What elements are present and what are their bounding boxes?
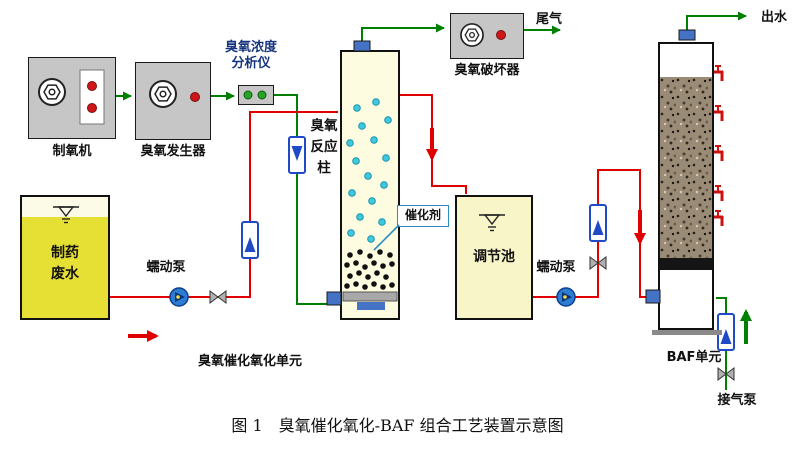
wastewater-tank-label-line2: 废水 xyxy=(51,266,79,282)
baf-filter-media xyxy=(660,77,712,258)
ozone-generator-label: 臭氧发生器 xyxy=(140,144,206,159)
baf-base xyxy=(652,330,722,335)
baf-column xyxy=(658,42,714,330)
ozone-reaction-column xyxy=(340,50,400,320)
ozone-generator-box xyxy=(135,62,211,140)
figure-caption: 图 1 臭氧催化氧化-BAF 组合工艺装置示意图 xyxy=(231,416,564,435)
wastewater-tank-label-line1: 制药 xyxy=(51,245,79,261)
ozone-analyzer-box xyxy=(238,85,274,105)
sampling-tap-icon xyxy=(712,104,725,123)
sampling-tap-icon xyxy=(712,184,725,203)
sampling-tap-icon xyxy=(712,209,725,228)
ozone-unit-section-label: 臭氧催化氧化单元 xyxy=(197,354,302,369)
valve-icon xyxy=(589,256,607,270)
flowmeter-icon xyxy=(288,136,306,174)
ozone-destructor-label: 臭氧破坏器 xyxy=(454,63,520,78)
flowmeter-icon xyxy=(241,221,259,259)
sampling-tap-icon xyxy=(712,64,725,83)
peristaltic-pump-1-icon xyxy=(169,287,189,307)
ozone-analyzer-label: 臭氧浓度 分析仪 xyxy=(208,40,294,72)
ozone-column-label-line2: 反应 xyxy=(310,139,338,155)
peristaltic-pump-2-icon xyxy=(556,287,576,307)
ozone-destructor-box xyxy=(450,13,524,59)
valve-icon xyxy=(717,367,735,381)
ozone-column-label-line3: 柱 xyxy=(317,160,331,176)
flowmeter-icon xyxy=(589,204,607,242)
sampling-tap-icon xyxy=(712,144,725,163)
valve-icon xyxy=(209,290,227,304)
peristaltic-pump-1-label: 蠕动泵 xyxy=(146,260,186,275)
ozone-analyzer-label-line2: 分析仪 xyxy=(231,56,271,71)
ozone-column-label: 臭氧 反应 柱 xyxy=(308,116,340,179)
baf-support-band xyxy=(660,258,712,270)
ozone-column-gas-inlet xyxy=(326,291,342,306)
flowmeter-icon xyxy=(717,313,735,351)
tail-gas-label: 尾气 xyxy=(535,12,562,27)
baf-column-cap xyxy=(678,29,696,41)
catalyst-callout-label: 催化剂 xyxy=(397,205,449,227)
baf-unit-label: BAF单元 xyxy=(666,350,722,365)
wastewater-tank-label: 制药 废水 xyxy=(20,243,110,285)
ozone-column-label-line1: 臭氧 xyxy=(310,118,338,134)
oxygen-generator-label: 制氧机 xyxy=(52,144,92,159)
oxygen-generator-box xyxy=(28,57,116,139)
regulating-tank-label: 调节池 xyxy=(473,249,515,265)
flow-direction-arrows xyxy=(128,128,752,344)
effluent-label: 出水 xyxy=(760,10,787,25)
ozone-analyzer-label-line1: 臭氧浓度 xyxy=(224,40,277,55)
air-pump-label: 接气泵 xyxy=(717,393,757,408)
